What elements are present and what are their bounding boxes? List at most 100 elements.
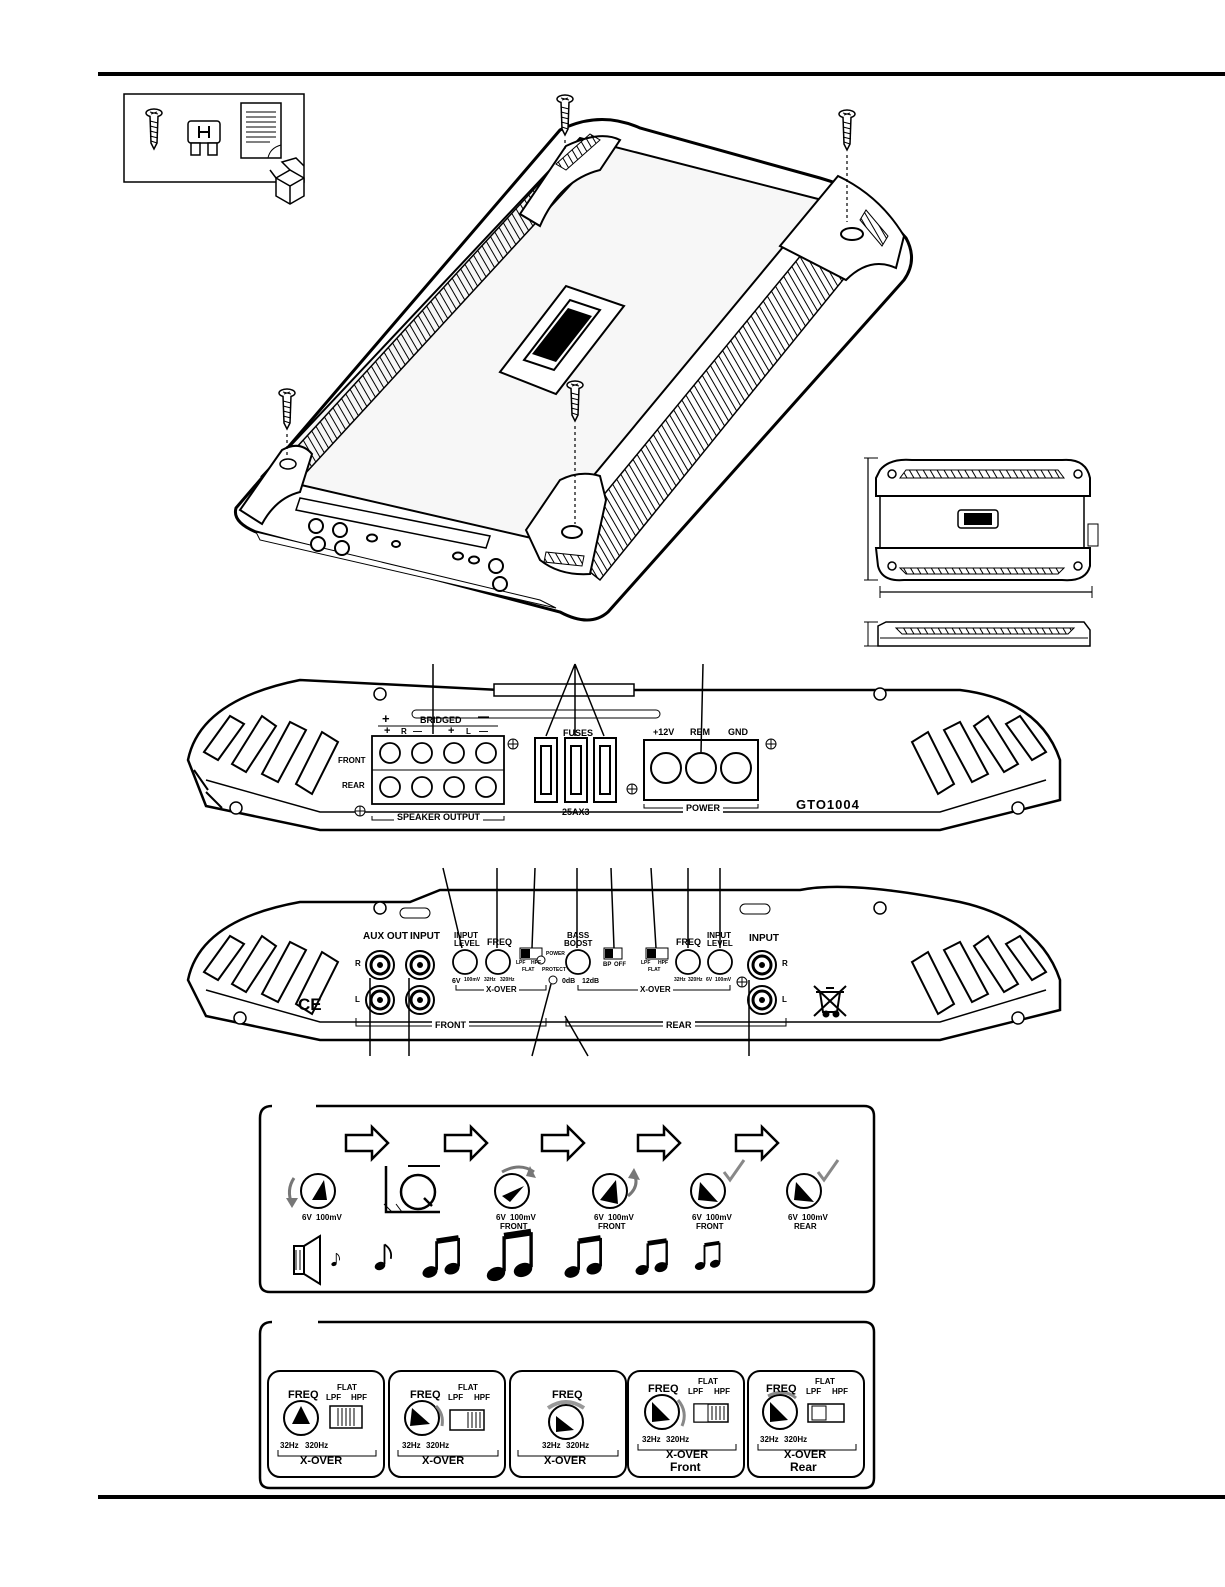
gain-knob-icon xyxy=(786,1159,840,1209)
box5-320hz: 320Hz xyxy=(784,1435,808,1444)
l-right-label: L xyxy=(782,995,787,1004)
box2-lpf: LPF xyxy=(448,1393,464,1402)
amp-top-view xyxy=(864,457,1099,647)
box2-32hz: 32Hz xyxy=(402,1441,421,1450)
rear-label: REAR xyxy=(342,781,365,790)
bridged-minus: — xyxy=(478,711,489,723)
lpf-label: LPF xyxy=(516,960,526,966)
r-right-label: R xyxy=(782,959,788,968)
manual-icon xyxy=(240,102,282,159)
step3-100mv: 100mV xyxy=(510,1213,536,1222)
ce-mark: CE xyxy=(298,995,322,1014)
control-panel xyxy=(186,867,1062,1057)
box5-flat: FLAT xyxy=(815,1377,835,1386)
power-led-label: POWER xyxy=(546,951,565,957)
db12-label: 12dB xyxy=(582,978,600,985)
box5-lpf: LPF xyxy=(806,1387,822,1396)
v6-rear-label: 6V xyxy=(706,977,713,983)
input-front-label: INPUT xyxy=(410,931,440,942)
flat-rear-label: FLAT xyxy=(648,967,661,973)
aux-out-label: AUX OUT xyxy=(363,931,408,942)
input-front-l-jack xyxy=(404,984,436,1016)
box3-320hz: 320Hz xyxy=(566,1441,590,1450)
step5-100mv: 100mV xyxy=(706,1213,732,1222)
box5-32hz: 32Hz xyxy=(760,1435,779,1444)
lpf-rear-label: LPF xyxy=(641,960,651,966)
box4-32hz: 32Hz xyxy=(642,1435,661,1444)
box4-320hz: 320Hz xyxy=(666,1435,690,1444)
hz32-label: 32Hz xyxy=(484,977,496,983)
input-level-rear-label: INPUT xyxy=(707,931,731,940)
hz32-rear-label: 32Hz xyxy=(674,977,686,983)
step1-100mv: 100mV xyxy=(316,1213,342,1222)
box4-xover: X-OVER xyxy=(666,1449,709,1461)
bass-boost-label-2: BOOST xyxy=(564,939,593,948)
model-label: GTO1004 xyxy=(796,797,860,812)
box1-xover: X-OVER xyxy=(300,1455,343,1467)
aux-out-r-jack xyxy=(364,949,396,981)
hz320-label: 320Hz xyxy=(500,977,515,983)
step3-front: FRONT xyxy=(500,1222,528,1231)
box5-freq: FREQ xyxy=(766,1383,797,1395)
box1-hpf: HPF xyxy=(351,1393,367,1402)
top-rule xyxy=(98,72,1225,76)
ch-minus-1: — xyxy=(413,726,422,736)
box4-freq: FREQ xyxy=(648,1383,679,1395)
flat-label: FLAT xyxy=(522,967,535,973)
xover-procedure-panel xyxy=(258,1320,876,1490)
bottom-rule xyxy=(98,1495,1225,1499)
weee-bin-icon xyxy=(813,985,847,1018)
db0-label: 0dB xyxy=(562,978,576,985)
input-front-r-jack xyxy=(404,949,436,981)
box2-freq: FREQ xyxy=(410,1389,441,1401)
ch-l: L xyxy=(466,727,471,736)
bridged-plus: + xyxy=(382,711,390,726)
ch-minus-2: — xyxy=(479,726,488,736)
hz320-rear-label: 320Hz xyxy=(688,977,703,983)
front-group-label: FRONT xyxy=(432,1021,469,1030)
box5-hpf: HPF xyxy=(832,1387,848,1396)
input-rear-r-jack xyxy=(746,949,778,981)
rem-label: REM xyxy=(690,727,710,737)
ch-r: R xyxy=(401,727,407,736)
step4-6v: 6V xyxy=(594,1213,604,1222)
rear-group-label: REAR xyxy=(663,1021,695,1030)
input-rear-label: INPUT xyxy=(749,933,779,944)
step6-rear: REAR xyxy=(794,1222,817,1231)
step1-6v: 6V xyxy=(302,1213,312,1222)
step3-6v: 6V xyxy=(496,1213,506,1222)
mv100-rear-label: 100mV xyxy=(715,977,732,983)
step6-6v: 6V xyxy=(788,1213,798,1222)
off-label: OFF xyxy=(614,962,626,968)
box1-flat: FLAT xyxy=(337,1383,357,1392)
gnd-label: GND xyxy=(728,727,748,737)
step6-100mv: 100mV xyxy=(802,1213,828,1222)
box2-flat: FLAT xyxy=(458,1383,478,1392)
gain-knob-icon xyxy=(286,1173,336,1209)
xover-rear-label: X-OVER xyxy=(638,985,673,994)
box2-hpf: HPF xyxy=(474,1393,490,1402)
v6-label: 6V xyxy=(452,978,461,985)
gain-knob-icon xyxy=(494,1165,536,1209)
fuse-rating: 25AX3 xyxy=(562,807,590,817)
screw-icon xyxy=(278,388,296,430)
box5-rear: Rear xyxy=(790,1460,817,1474)
input-level-rear-label-2: LEVEL xyxy=(707,939,733,948)
meter-icon xyxy=(383,1165,440,1214)
box1-lpf: LPF xyxy=(326,1393,342,1402)
bridged-label: BRIDGED xyxy=(420,715,462,725)
box1-32hz: 32Hz xyxy=(280,1441,299,1450)
input-level-label: INPUT xyxy=(454,931,478,940)
mv100-label: 100mV xyxy=(464,977,481,983)
gain-knob-icon xyxy=(690,1159,746,1209)
box4-front: Front xyxy=(670,1460,701,1474)
fuse-icon xyxy=(187,120,221,156)
screw-icon xyxy=(838,109,856,151)
box4-hpf: HPF xyxy=(714,1387,730,1396)
front-label: FRONT xyxy=(338,756,366,765)
box3-xover: X-OVER xyxy=(544,1455,587,1467)
box1-320hz: 320Hz xyxy=(305,1441,329,1450)
step5-front: FRONT xyxy=(696,1222,724,1231)
box3-32hz: 32Hz xyxy=(542,1441,561,1450)
